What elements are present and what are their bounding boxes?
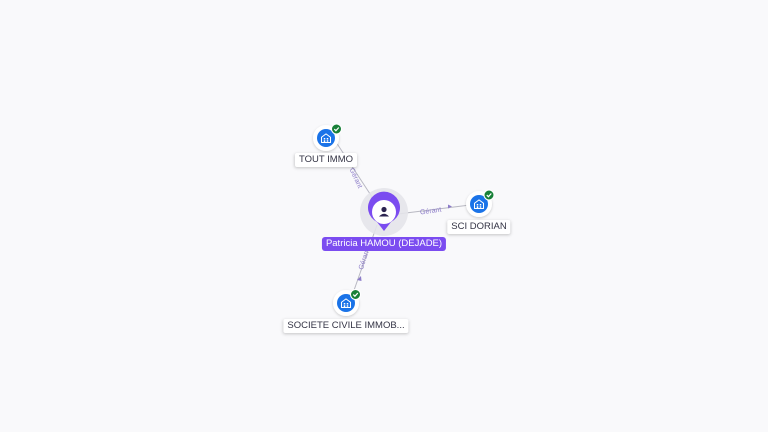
- edge-societe-civile: Gérant: [351, 224, 378, 297]
- edge-arrow: [448, 204, 452, 209]
- verified-check-icon: [350, 289, 361, 300]
- node-tout-immo[interactable]: [313, 123, 342, 151]
- edge-line: [351, 224, 378, 297]
- node-societe-civile[interactable]: [333, 289, 361, 317]
- node-sci-dorian[interactable]: [466, 189, 495, 217]
- node-label-tout-immo[interactable]: TOUT IMMO: [294, 153, 358, 167]
- edge-label: Gérant: [348, 167, 363, 189]
- edge-sci-dorian: Gérant: [397, 204, 471, 217]
- edge-line: [333, 138, 377, 204]
- edge-line: [397, 204, 471, 215]
- node-label-sci-dorian[interactable]: SCI DORIAN: [447, 220, 511, 234]
- verified-check-icon: [483, 189, 495, 201]
- edge-label: Gérant: [420, 207, 442, 217]
- verified-check-icon: [331, 123, 342, 135]
- node-label-societe-civile[interactable]: SOCIETE CIVILE IMMOB...: [283, 319, 409, 333]
- edge-arrow: [357, 276, 362, 281]
- person-icon: [379, 206, 389, 217]
- edge-label: Gérant: [358, 248, 371, 271]
- node-center-person[interactable]: [360, 188, 408, 236]
- center-node-label[interactable]: Patricia HAMOU (DEJADE): [321, 237, 447, 251]
